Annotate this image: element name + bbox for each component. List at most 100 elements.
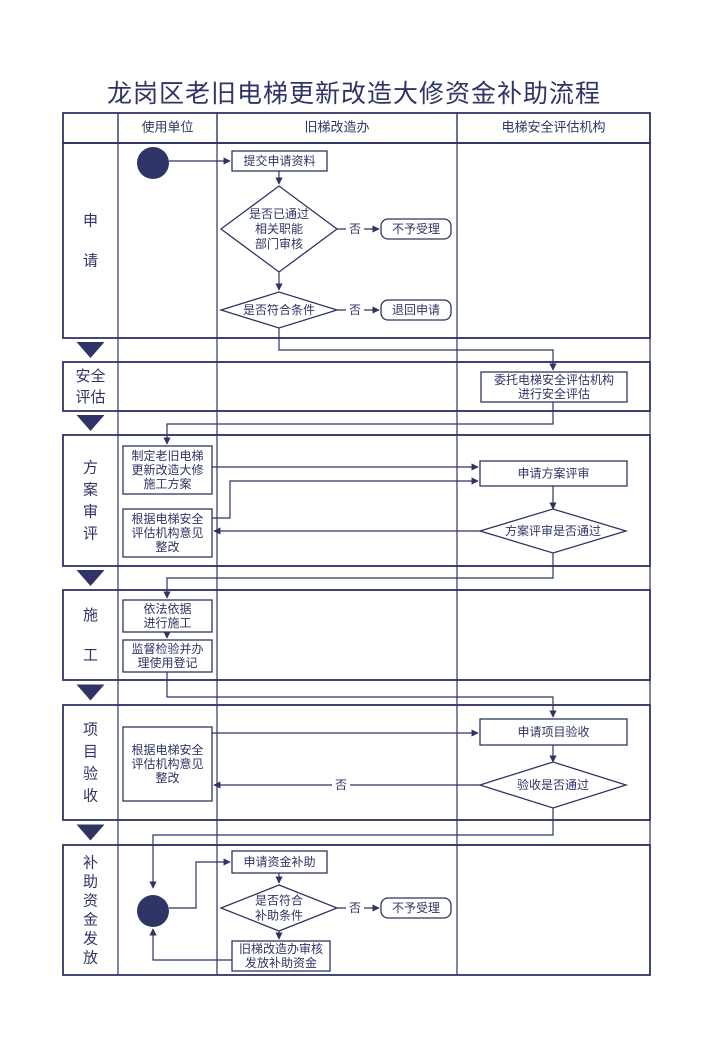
- edge-entrust-plan: [163, 402, 554, 445]
- lane-transition-arrow-4: [76, 684, 105, 701]
- node-return-text-line-1: 退回申请: [392, 303, 440, 317]
- node-plan-pass: [477, 508, 629, 554]
- label-no-4-bg: [346, 900, 364, 916]
- gap-row-2: [117, 410, 651, 436]
- lane-4-label-line-1: 施: [83, 606, 98, 624]
- node-reject-1: [380, 218, 452, 240]
- node-make-plan-text-line-3: 施工方案: [143, 476, 191, 491]
- lane-transition-arrow-3: [76, 570, 105, 586]
- node-entrust: [480, 371, 628, 403]
- lane-3-label-line-3: 审: [83, 503, 98, 521]
- lane-5-label-line-3: 验: [83, 765, 98, 783]
- node-rectify-2-text-line-1: 根据电梯安全: [131, 742, 203, 757]
- node-meets: [218, 291, 340, 329]
- label-no-3-bg: [332, 777, 350, 793]
- end-node: [137, 895, 169, 927]
- lane-transition-arrow-2: [76, 415, 105, 431]
- node-entrust-text-line-2: 进行安全评估: [518, 386, 590, 401]
- gap-row-5: [117, 819, 651, 846]
- node-make-plan-text-line-2: 更新改造大修: [131, 462, 203, 477]
- lane-6-label-line-1: 补: [83, 854, 98, 872]
- lane-5-label-line-4: 收: [83, 787, 98, 805]
- node-issue-fund: [231, 940, 331, 972]
- node-supervise: [122, 639, 213, 673]
- label-no-2: 否: [349, 303, 361, 317]
- node-apply-accept-text-line-1: 申请项目验收: [517, 724, 589, 739]
- label-no-2-bg: [346, 302, 364, 318]
- node-entrust-text-line-1: 委托电梯安全评估机构: [494, 372, 614, 387]
- node-apply-fund: [231, 850, 328, 874]
- lane-3-label-line-2: 案: [83, 481, 98, 499]
- node-plan-review: [479, 460, 628, 487]
- column-header-3: 电梯安全评估机构: [501, 120, 605, 136]
- gap-row-1: [117, 337, 651, 363]
- edge-pass-construct: [163, 553, 554, 599]
- node-dept-check-text-line-1: 是否已通过: [249, 207, 309, 221]
- node-issue-fund-text-line-1: 旧梯改造办审核: [239, 941, 323, 956]
- start-node: [137, 147, 169, 179]
- node-rectify-2-text-line-3: 整改: [155, 770, 179, 785]
- lane-6-label-line-5: 发: [83, 930, 98, 948]
- edge-accept-fund: [149, 808, 554, 889]
- node-construct: [122, 599, 213, 633]
- lane-2-label-line-1: 安全: [75, 367, 105, 385]
- node-make-plan: [122, 445, 213, 495]
- node-apply-accept: [479, 718, 628, 746]
- lane-5-label-line-2: 目: [83, 743, 98, 761]
- node-accept-pass: [477, 761, 629, 809]
- node-rectify-1-text-line-1: 根据电梯安全: [131, 511, 203, 526]
- node-apply-fund-text-line-1: 申请资金补助: [243, 854, 315, 869]
- node-supervise-text-line-1: 监督检验并办: [131, 641, 203, 656]
- node-construct-text-line-1: 依法依据: [143, 601, 191, 616]
- node-meets-text-line-1: 是否符合条件: [243, 302, 315, 317]
- lane-6-label-line-4: 金: [83, 911, 98, 929]
- node-fund-cond-text-line-2: 补助条件: [255, 909, 303, 923]
- node-submit: [231, 150, 328, 172]
- node-issue-fund-text-line-2: 发放补助资金: [245, 955, 317, 970]
- label-no-4: 否: [349, 901, 361, 915]
- node-fund-cond-text-line-1: 是否符合: [255, 893, 303, 908]
- label-no-3: 否: [335, 778, 347, 792]
- lane-3-label-line-1: 方: [83, 459, 98, 477]
- node-make-plan-text-line-1: 制定老旧电梯: [131, 448, 203, 463]
- node-rectify-2: [122, 726, 213, 802]
- lane-1-label-line-1: 申: [83, 212, 98, 230]
- node-accept-pass-text-line-1: 验收是否通过: [517, 777, 589, 792]
- column-header-1: 使用单位: [141, 120, 193, 136]
- gap-row-4: [117, 679, 651, 706]
- lane-transition-arrow-5: [76, 824, 105, 841]
- node-plan-pass-text-line-1: 方案评审是否通过: [505, 523, 601, 538]
- edge-meets-entrust: [278, 328, 557, 371]
- node-dept-check-text-line-3: 部门审核: [255, 236, 303, 251]
- lane-6-label-line-2: 助: [83, 873, 98, 891]
- node-reject-2: [380, 897, 452, 919]
- label-no-1: 否: [349, 222, 361, 236]
- lane-5-label-line-1: 项: [83, 721, 98, 739]
- node-construct-text-line-2: 进行施工: [143, 616, 191, 630]
- lane-4-label-line-2: 工: [83, 646, 98, 664]
- lane-2-label-line-2: 评估: [75, 388, 105, 406]
- lane-3-label-line-4: 评: [83, 525, 98, 543]
- node-fund-cond: [219, 884, 339, 932]
- node-plan-review-text-line-1: 申请方案评审: [517, 466, 589, 481]
- label-no-1-bg: [346, 221, 364, 237]
- node-rectify-2-text-line-2: 评估机构意见: [131, 756, 203, 771]
- node-dept-check: [219, 185, 339, 273]
- node-submit-text-line-1: 提交申请资料: [243, 153, 315, 168]
- lane-transition-arrow-1: [76, 342, 105, 358]
- edge-rectify-review: [212, 477, 479, 519]
- lane-1-label-line-2: 请: [83, 252, 98, 270]
- node-rectify-1: [122, 508, 213, 558]
- node-rectify-1-text-line-2: 评估机构意见: [131, 525, 203, 540]
- node-reject-2-text-line-1: 不予受理: [392, 901, 440, 915]
- lane-6-label-line-6: 放: [83, 949, 98, 967]
- column-header-2: 旧梯改造办: [304, 121, 369, 136]
- node-rectify-1-text-line-3: 整改: [155, 539, 179, 554]
- edge-start-fund: [169, 858, 231, 909]
- flowchart-title: 龙岗区老旧电梯更新改造大修资金补助流程: [106, 79, 601, 108]
- edge-issue-end: [149, 928, 232, 961]
- edge-supervise-accept: [166, 672, 557, 718]
- lane-6-label-line-3: 资: [83, 892, 98, 910]
